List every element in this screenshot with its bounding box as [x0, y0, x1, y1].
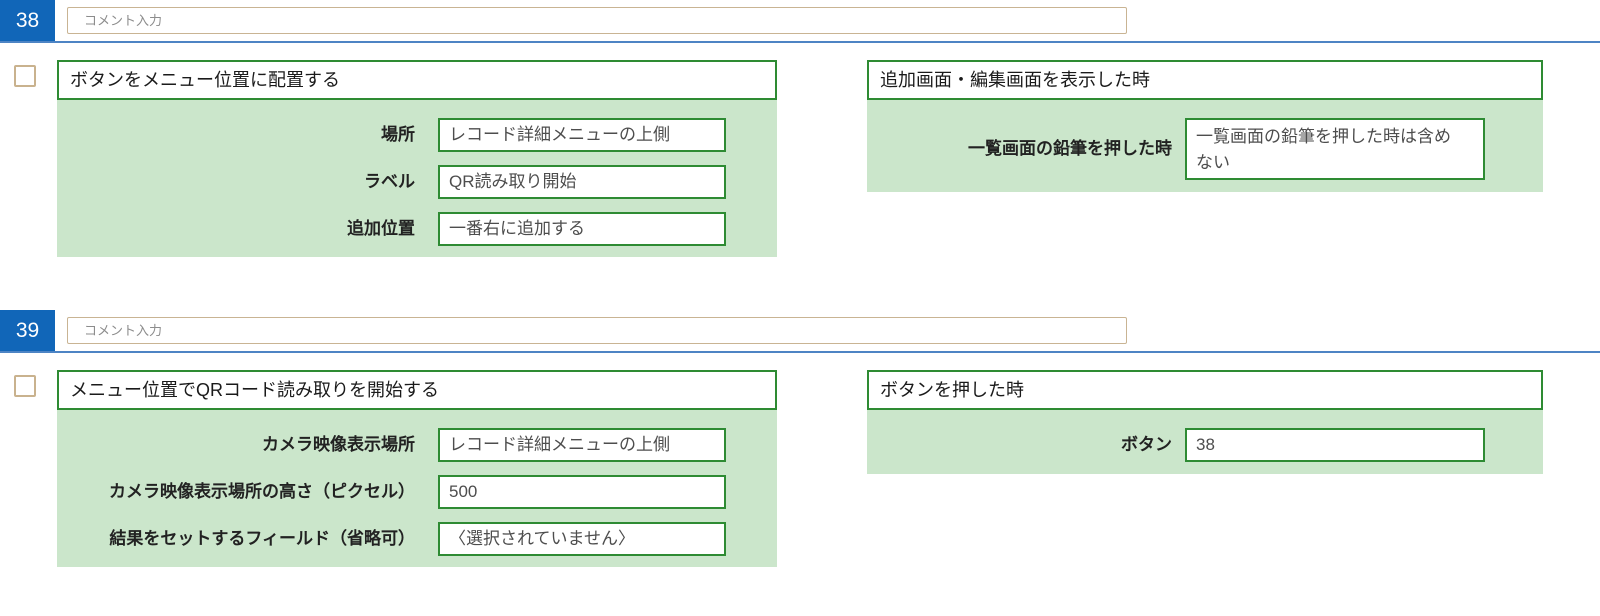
timing-title[interactable]: ボタンを押した時	[867, 370, 1543, 410]
section-select-checkbox[interactable]	[14, 375, 36, 397]
section-divider	[0, 351, 1600, 353]
field-label: カメラ映像表示場所	[262, 435, 415, 454]
action-panel: メニュー位置でQRコード読み取りを開始する カメラ映像表示場所 レコード詳細メニ…	[57, 370, 777, 567]
section-select-checkbox[interactable]	[14, 65, 36, 87]
field-value-box[interactable]: 一番右に追加する	[438, 212, 726, 246]
timing-panel: ボタンを押した時 ボタン 38	[867, 370, 1543, 474]
timing-panel-body: 一覧画面の鉛筆を押した時 一覧画面の鉛筆を押した時は含めない	[867, 100, 1543, 192]
comment-input[interactable]	[67, 7, 1127, 34]
field-value-box[interactable]: QR読み取り開始	[438, 165, 726, 199]
field-row: カメラ映像表示場所 レコード詳細メニューの上側	[57, 428, 777, 462]
field-label: ラベル	[364, 172, 415, 191]
field-label: 場所	[381, 125, 415, 144]
field-row: カメラ映像表示場所の高さ（ピクセル） 500	[57, 475, 777, 509]
field-label: 一覧画面の鉛筆を押した時	[968, 139, 1172, 158]
timing-panel: 追加画面・編集画面を表示した時 一覧画面の鉛筆を押した時 一覧画面の鉛筆を押した…	[867, 60, 1543, 192]
timing-title[interactable]: 追加画面・編集画面を表示した時	[867, 60, 1543, 100]
field-row: ボタン 38	[867, 428, 1543, 462]
field-label: 追加位置	[347, 219, 415, 238]
action-panel-body: 場所 レコード詳細メニューの上側 ラベル QR読み取り開始 追加位置 一番右に追…	[57, 100, 777, 257]
comment-input[interactable]	[67, 317, 1127, 344]
field-row: 追加位置 一番右に追加する	[57, 212, 777, 246]
field-value-box[interactable]: レコード詳細メニューの上側	[438, 428, 726, 462]
field-value-box[interactable]: レコード詳細メニューの上側	[438, 118, 726, 152]
field-row: 一覧画面の鉛筆を押した時 一覧画面の鉛筆を押した時は含めない	[867, 118, 1543, 180]
field-value-box[interactable]: 38	[1185, 428, 1485, 462]
action-title[interactable]: メニュー位置でQRコード読み取りを開始する	[57, 370, 777, 410]
field-row: 場所 レコード詳細メニューの上側	[57, 118, 777, 152]
field-row: ラベル QR読み取り開始	[57, 165, 777, 199]
field-label: 結果をセットするフィールド（省略可）	[109, 529, 415, 548]
field-value-box[interactable]: 一覧画面の鉛筆を押した時は含めない	[1185, 118, 1485, 180]
field-value-box[interactable]: 〈選択されていません〉	[438, 522, 726, 556]
action-title[interactable]: ボタンをメニュー位置に配置する	[57, 60, 777, 100]
action-panel-body: カメラ映像表示場所 レコード詳細メニューの上側 カメラ映像表示場所の高さ（ピクセ…	[57, 410, 777, 567]
field-label: カメラ映像表示場所の高さ（ピクセル）	[109, 482, 415, 501]
action-number-badge: 39	[0, 310, 55, 352]
field-label: ボタン	[1121, 435, 1172, 454]
action-section-39: 39 メニュー位置でQRコード読み取りを開始する カメラ映像表示場所 レコード詳…	[0, 310, 1600, 610]
section-divider	[0, 41, 1600, 43]
action-panel: ボタンをメニュー位置に配置する 場所 レコード詳細メニューの上側 ラベル QR読…	[57, 60, 777, 257]
action-number-badge: 38	[0, 0, 55, 42]
timing-panel-body: ボタン 38	[867, 410, 1543, 474]
field-value-box[interactable]: 500	[438, 475, 726, 509]
field-row: 結果をセットするフィールド（省略可） 〈選択されていません〉	[57, 522, 777, 556]
action-section-38: 38 ボタンをメニュー位置に配置する 場所 レコード詳細メニューの上側 ラベル …	[0, 0, 1600, 300]
